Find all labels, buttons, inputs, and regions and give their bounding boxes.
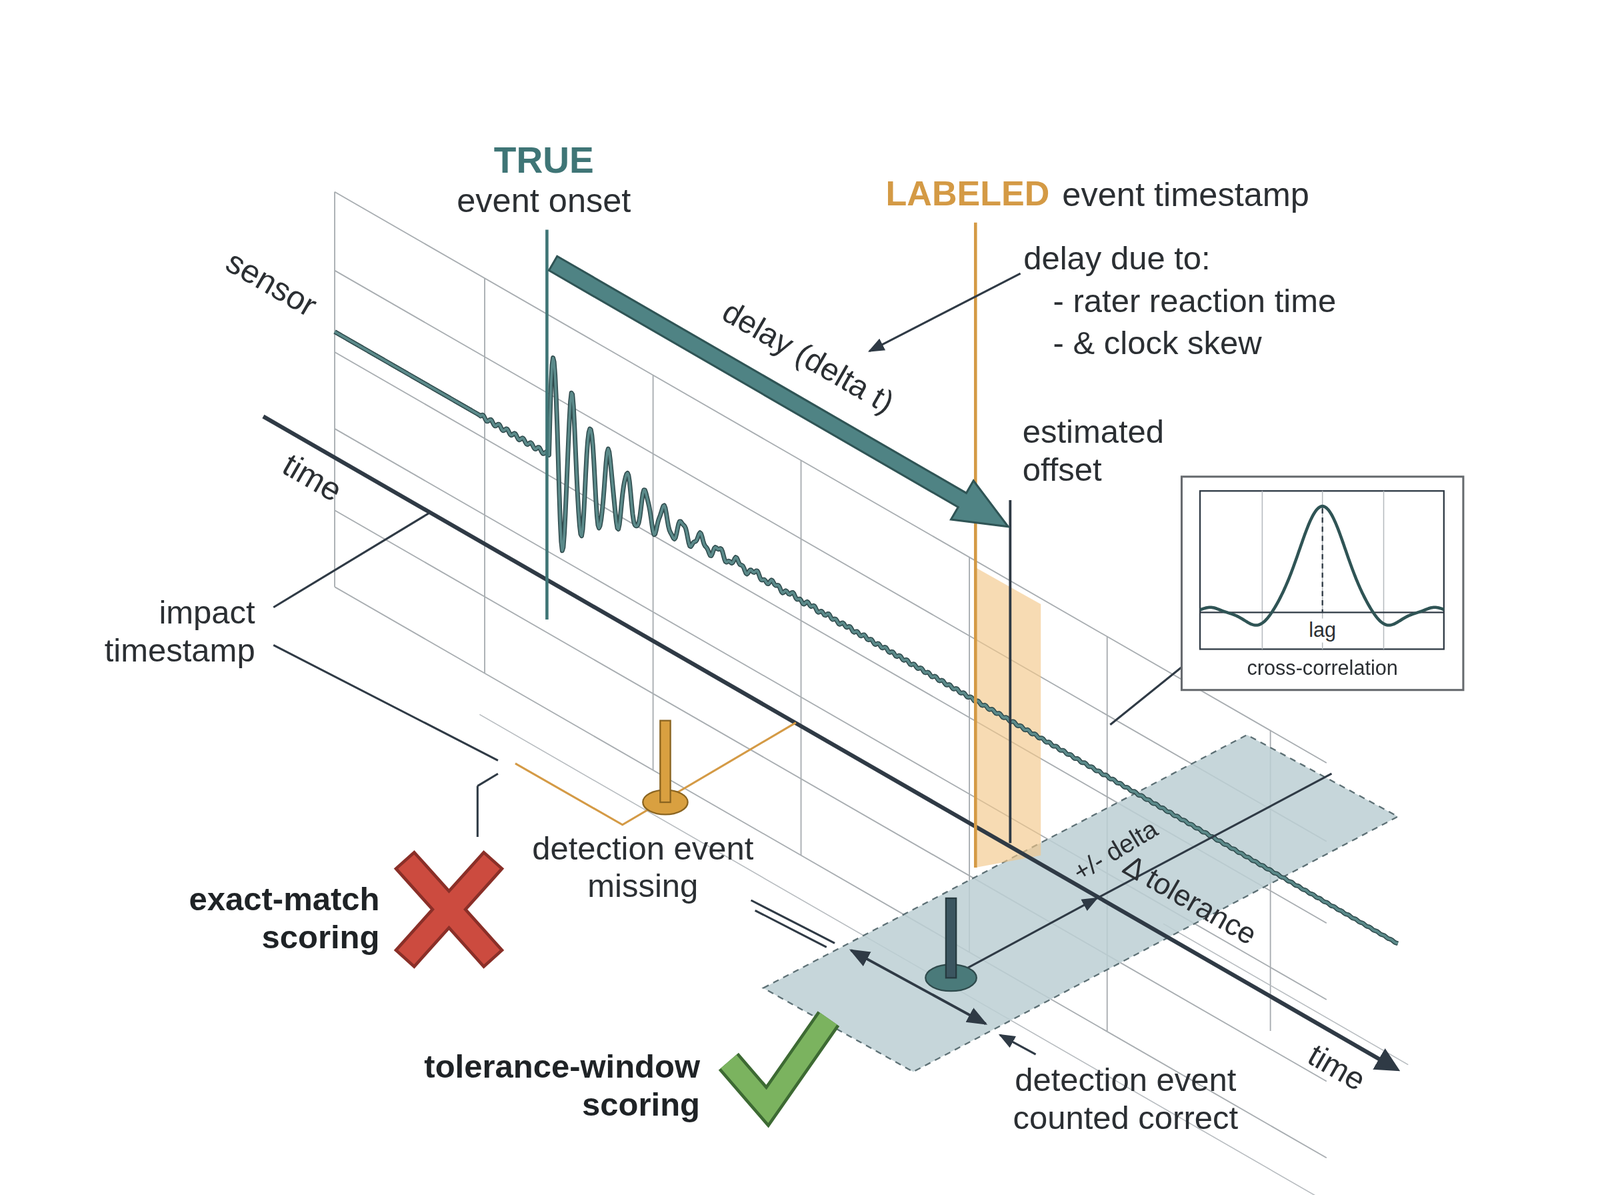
cross-outline: [413, 869, 485, 949]
note-item: - rater reaction time: [1053, 282, 1337, 320]
inset-panel: lag cross-correlation: [1180, 475, 1465, 691]
floor-grid-line: [1163, 923, 1408, 1064]
label-pin: [660, 720, 670, 802]
delay-arrow-shape: [548, 256, 1008, 526]
check-fill: [728, 1018, 829, 1107]
axis-label: time: [1302, 1036, 1372, 1098]
plot-frame: [1200, 490, 1444, 649]
correct-label: detection event counted correct: [982, 1061, 1269, 1137]
leader-line: [869, 273, 1021, 351]
detection-pin: [946, 898, 956, 978]
true-onset-line: [545, 229, 549, 620]
true-heading: TRUE: [494, 138, 594, 181]
plot-grid-line: [1262, 490, 1264, 649]
timestamp-label: impact timestamp: [51, 594, 256, 670]
check-outline: [728, 1018, 829, 1107]
pointer-lines: [751, 900, 836, 947]
scoring-label: exact-match scoring: [144, 880, 380, 956]
note-item: - & clock skew: [1053, 324, 1262, 362]
axis-label: sensor: [219, 242, 323, 324]
grid-line: [652, 375, 654, 770]
perspective-grid: [334, 192, 1408, 1195]
missing-label: detection event missing: [500, 829, 786, 905]
offset-label: estimated offset: [1022, 413, 1202, 489]
tolerance-width-arrow: [851, 950, 986, 1024]
labeled-caption: event timestamp: [1062, 175, 1310, 214]
estimated-offset-line: [1008, 500, 1012, 843]
delay-arrow: [548, 256, 1008, 526]
cross-mark: [413, 869, 485, 949]
lag-marker: [1322, 508, 1324, 612]
true-caption: event onset: [456, 181, 631, 220]
floor-grid-line: [479, 714, 1398, 1195]
leader-line: [273, 513, 429, 608]
grid-line: [334, 270, 1327, 842]
grid-line: [800, 460, 802, 855]
callout-pointer: [1110, 665, 1184, 725]
leader-line: [964, 898, 1097, 970]
cross-fill: [413, 869, 485, 949]
labeled-timestamp-line: [974, 222, 978, 868]
panel-caption: cross-correlation: [1244, 656, 1401, 680]
grid-line: [484, 278, 486, 673]
leader-line: [273, 644, 498, 837]
axis-label: lag: [1306, 618, 1340, 642]
labeled-heading: LABELED: [886, 173, 1050, 214]
leader-line: [1000, 1034, 1036, 1054]
floor-bracket: [515, 722, 796, 825]
grid-line: [334, 192, 336, 587]
correlation-curve: [1200, 506, 1444, 625]
scoring-label: tolerance-window scoring: [377, 1048, 700, 1124]
check-mark: [728, 1018, 829, 1107]
note-heading: delay due to:: [1023, 240, 1210, 278]
axis-label: time: [276, 446, 348, 510]
tolerance-band: [763, 734, 1398, 1072]
grid-line: [334, 192, 1327, 763]
